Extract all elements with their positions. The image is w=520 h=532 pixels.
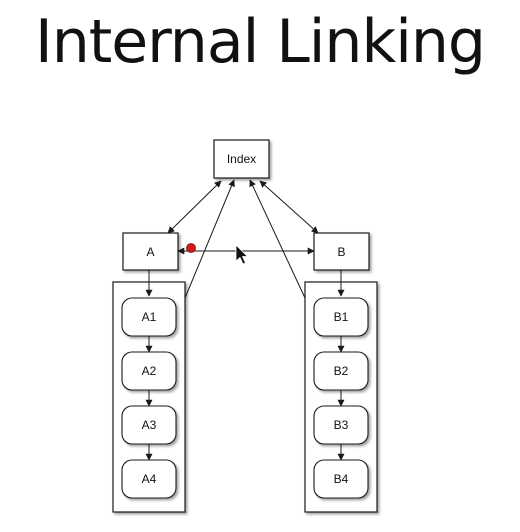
node-b1: B1: [313, 297, 369, 337]
link-column-b-to-index: [249, 179, 306, 299]
node-a3-label: A3: [142, 418, 157, 432]
node-a1-label: A1: [142, 310, 157, 324]
node-b3: B3: [313, 405, 369, 445]
node-b4: B4: [313, 459, 369, 499]
link-b-index: [259, 180, 319, 234]
link-column-a-to-index: [184, 179, 235, 299]
node-b1-label: B1: [334, 310, 349, 324]
node-b3-label: B3: [334, 418, 349, 432]
node-a4: A4: [121, 459, 177, 499]
node-b: B: [313, 232, 370, 271]
link-a-index: [167, 180, 222, 234]
node-b-label: B: [337, 245, 345, 259]
node-a2-label: A2: [142, 364, 157, 378]
node-a2: A2: [121, 351, 177, 391]
index-node: Index: [213, 139, 270, 179]
index-label: Index: [227, 152, 256, 166]
node-b2-label: B2: [334, 364, 349, 378]
node-a4-label: A4: [142, 472, 157, 486]
node-a3: A3: [121, 405, 177, 445]
node-a1: A1: [121, 297, 177, 337]
red-dot-icon: [186, 243, 196, 253]
node-a-label: A: [146, 245, 154, 259]
node-b4-label: B4: [334, 472, 349, 486]
mouse-pointer-icon: [235, 244, 248, 265]
node-b2: B2: [313, 351, 369, 391]
slide-title: Internal Linking: [35, 7, 486, 77]
node-a: A: [122, 232, 179, 271]
